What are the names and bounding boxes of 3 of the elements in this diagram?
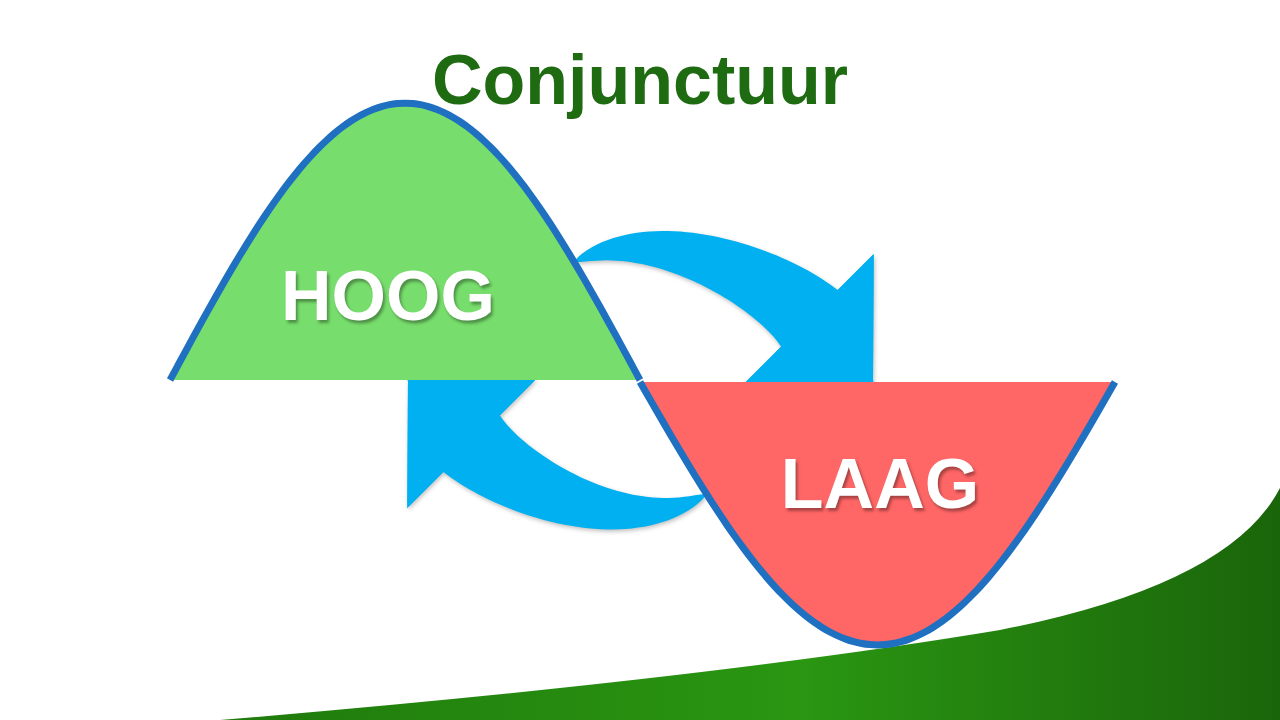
area-label: HOOG xyxy=(281,261,495,331)
area-label: LAAG xyxy=(780,449,980,519)
wave-trough-area xyxy=(636,378,1119,649)
